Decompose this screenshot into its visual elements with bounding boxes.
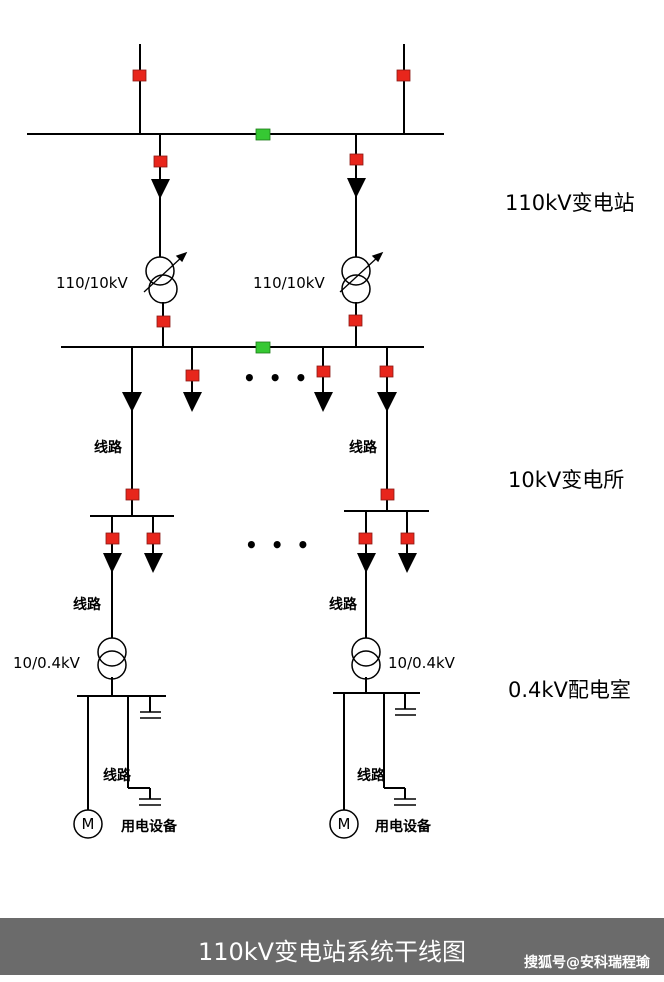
transformer-t1-right-primary [341,256,371,286]
arrow-out-1 [122,392,142,412]
ellipsis-10kv-bus: • • • [243,366,310,390]
transformer-t2-right-primary [351,637,381,667]
breaker-sub-right-2 [400,532,415,545]
line-label-l2-left: 线路 [73,596,102,613]
arrow-sub-right-1 [357,553,376,573]
single-line-diagram: M M 110kV变电站 10kV变电所 0.4kV配电室 110/10kV 1… [13,44,635,839]
line-label-l3-left: 线路 [103,767,132,784]
breaker-out-3 [316,365,331,378]
transformer-t2-left-secondary [97,650,127,680]
level-label-04kv: 0.4kV配电室 [508,678,631,702]
breaker-incoming-left [132,69,147,82]
arrow-out-4 [377,392,397,412]
line-label-l1-right: 线路 [349,439,378,456]
motor-right [329,809,359,839]
bus-tie-110kv [255,128,271,141]
breaker-out-4 [379,365,394,378]
watermark: 搜狐号@安科瑞程瑜 [524,955,650,971]
tap-arrow-right-shaft [339,255,380,293]
transformer-t1-right-secondary [341,274,371,304]
t2-left-rating: 10/0.4kV [13,654,81,672]
arrow-sub-right-2 [398,553,417,573]
arrow-out-3 [314,392,333,412]
transformer-t2-left-primary [97,637,127,667]
motor-left [73,809,103,839]
breaker-sub-right-1 [358,532,373,545]
motor-right-label: M [338,815,351,833]
breaker-t1-hv-right [349,153,364,166]
breaker-out-2 [185,369,200,382]
t1-right-rating: 110/10kV [253,274,325,292]
arrow-sub-left-2 [144,553,163,573]
t1-left-rating: 110/10kV [56,274,128,292]
ellipsis-substations: • • • [245,533,312,557]
line-label-l2-right: 线路 [329,596,358,613]
breaker-sub-in-left [125,488,140,501]
load-label-left: 用电设备 [121,818,178,835]
breaker-t1-hv-left [153,155,168,168]
transformer-t2-right-secondary [351,650,381,680]
line-label-l3-right: 线路 [357,767,386,784]
transformer-t1-left-primary [145,256,175,286]
motor-left-label: M [82,815,95,833]
caption-title: 110kV变电站系统干线图 [197,938,467,966]
breaker-sub-left-2 [146,532,161,545]
t2-right-rating: 10/0.4kV [388,654,456,672]
arrow-t1-left [151,179,170,199]
arrow-sub-left-1 [103,553,122,573]
tap-arrow-left-head [175,251,188,263]
line-label-l1-left: 线路 [94,439,123,456]
breaker-incoming-right [396,69,411,82]
level-label-10kv: 10kV变电所 [508,468,624,492]
breaker-sub-left-1 [105,532,120,545]
arrow-t1-right [347,178,366,198]
breaker-sub-in-right [380,488,395,501]
load-label-right: 用电设备 [375,818,432,835]
breaker-t1-lv-left [156,315,171,328]
bus-tie-10kv [255,341,271,354]
arrow-out-2 [183,392,202,412]
level-label-110kv: 110kV变电站 [505,191,635,215]
tap-arrow-left-shaft [143,255,184,293]
tap-arrow-right-head [371,251,384,263]
caption-bar: 110kV变电站系统干线图 搜狐号@安科瑞程瑜 [0,918,664,975]
breaker-t1-lv-right [348,314,363,327]
